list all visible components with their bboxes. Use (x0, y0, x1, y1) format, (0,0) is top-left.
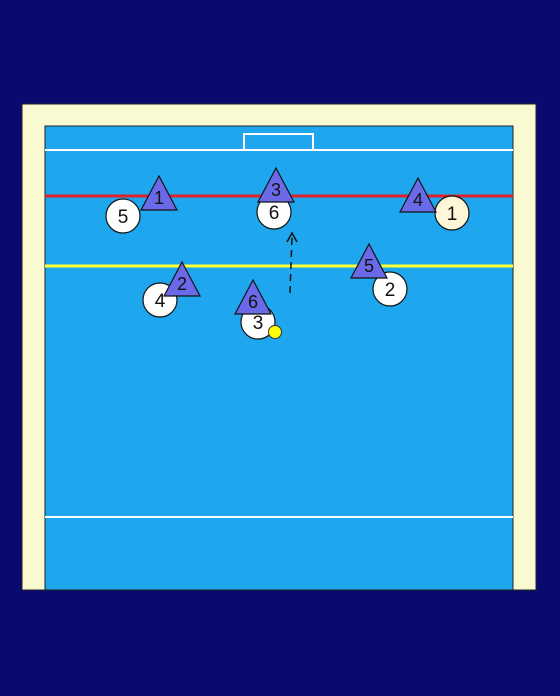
defender-3: 3 (257, 166, 295, 203)
attacker-1: 1 (434, 195, 470, 231)
defender-marker (163, 260, 201, 297)
ball-layer (268, 325, 282, 339)
defender-marker (399, 176, 437, 213)
attacker-5: 5 (105, 198, 141, 234)
attacker-label: 5 (118, 207, 129, 228)
defenders: 1 2 3 4 5 6 (140, 166, 437, 315)
attacker-marker (434, 195, 470, 231)
defender-marker (234, 278, 272, 315)
defender-marker (257, 166, 295, 203)
defender-marker (140, 174, 178, 211)
attacker-label: 2 (385, 280, 396, 301)
defender-5: 5 (350, 242, 388, 279)
attacker-6: 6 (256, 194, 292, 230)
dashed-arrow-icon (286, 231, 298, 294)
attacker-marker (105, 198, 141, 234)
defender-label: 3 (271, 180, 281, 200)
attacker-2: 2 (372, 271, 408, 307)
defender-6: 6 (234, 278, 272, 315)
defender-label: 4 (413, 190, 423, 210)
defender-marker (350, 242, 388, 279)
defender-4: 4 (399, 176, 437, 213)
defender-2: 2 (163, 260, 201, 297)
defender-label: 1 (154, 188, 164, 208)
attackers: 1 2 3 4 5 6 (105, 194, 470, 340)
defender-label: 5 (364, 256, 374, 276)
attacker-label: 3 (253, 313, 264, 334)
defender-1: 1 (140, 174, 178, 211)
defender-label: 2 (177, 274, 187, 294)
attacker-label: 6 (269, 203, 280, 224)
attacker-marker (372, 271, 408, 307)
ball-icon (268, 325, 282, 339)
defender-label: 6 (248, 292, 258, 312)
goal (243, 133, 314, 150)
attacker-label: 1 (447, 204, 458, 225)
attacker-label: 4 (155, 291, 166, 312)
